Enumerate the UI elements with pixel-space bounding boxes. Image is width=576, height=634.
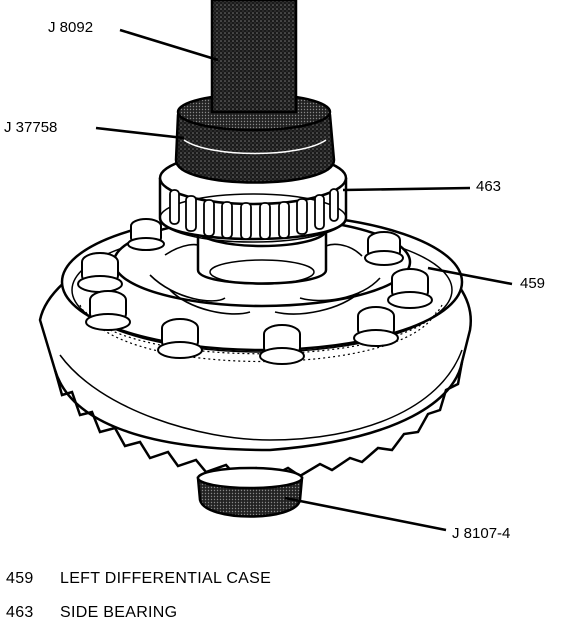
bolt — [157, 318, 203, 359]
legend-number: 459 — [6, 570, 34, 587]
bolt — [353, 306, 399, 347]
adapter-j8107-4 — [196, 466, 304, 518]
bolt — [259, 324, 305, 365]
legend-item-463: 463 SIDE BEARING — [6, 604, 177, 622]
callout-j37758: J 37758 — [4, 119, 58, 136]
legend-text: LEFT DIFFERENTIAL CASE — [60, 570, 272, 587]
bolt — [85, 290, 131, 331]
bolt — [387, 268, 433, 309]
handle-j8092 — [210, 0, 298, 114]
callout-459: 459 — [520, 275, 546, 292]
leader-lines — [95, 28, 513, 532]
legend-number: 463 — [6, 604, 34, 621]
bolt — [127, 218, 165, 251]
bolt — [77, 252, 123, 293]
legend-text: SIDE BEARING — [60, 604, 178, 621]
callout-463: 463 — [476, 178, 502, 195]
legend-item-459: 459 LEFT DIFFERENTIAL CASE — [6, 570, 271, 588]
callout-j8107-4: J 8107-4 — [452, 525, 511, 542]
case-bolts — [77, 218, 433, 365]
bolt — [364, 231, 404, 266]
callout-j8092: J 8092 — [48, 19, 94, 36]
